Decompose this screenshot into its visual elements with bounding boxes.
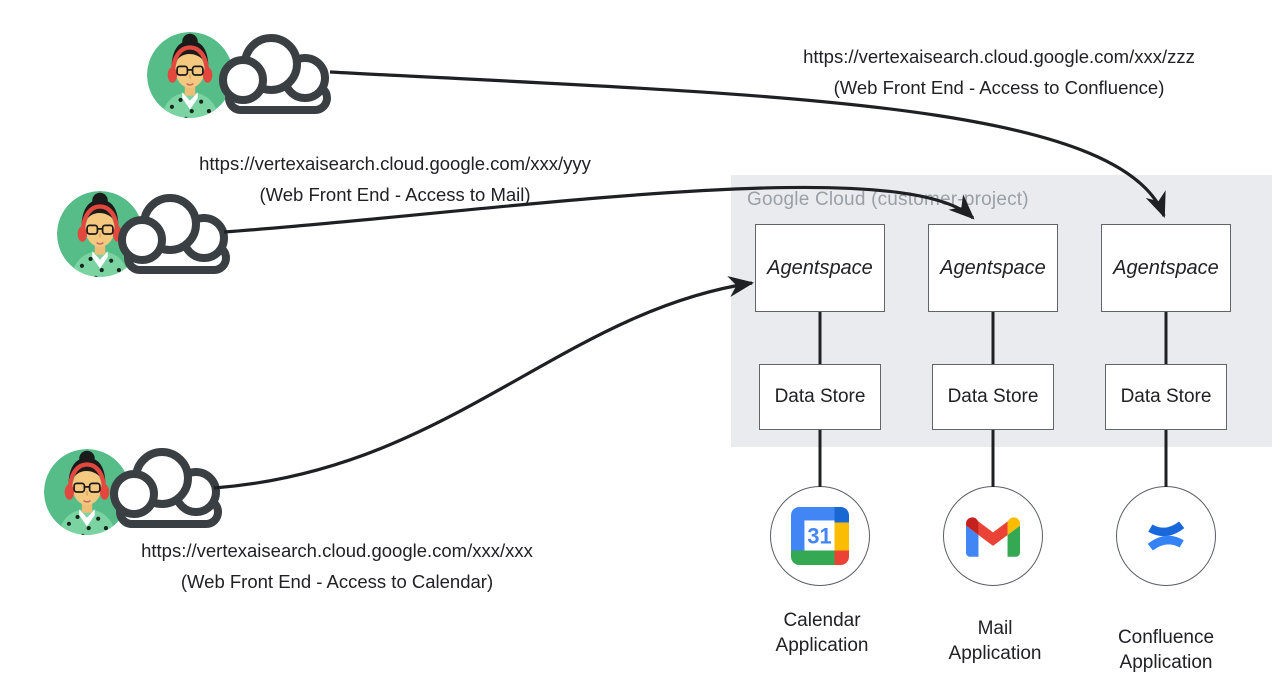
data-store-label: Data Store: [947, 386, 1039, 407]
data-store-box-confluence: Data Store: [1105, 364, 1227, 430]
data-store-label: Data Store: [774, 386, 866, 407]
request-label-calendar: (Web Front End - Access to Calendar): [180, 571, 494, 592]
data-store-box-mail: Data Store: [932, 364, 1054, 430]
request-url-confluence: https://vertexaisearch.cloud.google.com/…: [803, 46, 1195, 67]
request-annotation-confluence: https://vertexaisearch.cloud.google.com/…: [769, 41, 1229, 103]
agentspace-label: Agentspace: [767, 256, 873, 279]
request-annotation-calendar: https://vertexaisearch.cloud.google.com/…: [107, 535, 567, 597]
request-url-calendar: https://vertexaisearch.cloud.google.com/…: [141, 540, 533, 561]
user-avatar-bottom: [44, 449, 130, 538]
agentspace-box-calendar: Agentspace: [755, 224, 885, 312]
google-calendar-icon: 31: [791, 507, 849, 565]
data-store-box-calendar: Data Store: [759, 364, 881, 430]
calendar-day-number: 31: [807, 523, 831, 548]
confluence-icon: [1147, 521, 1185, 551]
agentspace-box-mail: Agentspace: [928, 224, 1058, 312]
arrow-bottom-to-calendar-agentspace: [213, 275, 755, 490]
agentspace-label: Agentspace: [1113, 256, 1219, 279]
cloud-icon-top: [223, 38, 327, 110]
request-label-confluence: (Web Front End - Access to Confluence): [833, 77, 1165, 98]
calendar-app-label: Calendar Application: [775, 610, 869, 656]
agentspace-label: Agentspace: [940, 256, 1046, 279]
cloud-icon-bottom: [114, 452, 218, 524]
gmail-icon: [966, 517, 1020, 557]
request-url-mail: https://vertexaisearch.cloud.google.com/…: [199, 153, 591, 174]
request-label-mail: (Web Front End - Access to Mail): [259, 184, 531, 205]
confluence-app-label: Confluence Application: [1117, 627, 1215, 673]
request-annotation-mail: https://vertexaisearch.cloud.google.com/…: [165, 148, 625, 210]
google-cloud-container-title: Google Cloud (customer-project): [747, 189, 1029, 210]
agentspace-box-confluence: Agentspace: [1101, 224, 1231, 312]
confluence-app-circle: [1116, 486, 1216, 586]
mail-app-circle: [943, 486, 1043, 586]
user-avatar-middle: [57, 191, 143, 280]
user-avatar-top: [147, 32, 233, 121]
mail-app-label: Mail Application: [948, 618, 1042, 664]
calendar-app-circle: 31: [770, 486, 870, 586]
data-store-label: Data Store: [1120, 386, 1212, 407]
